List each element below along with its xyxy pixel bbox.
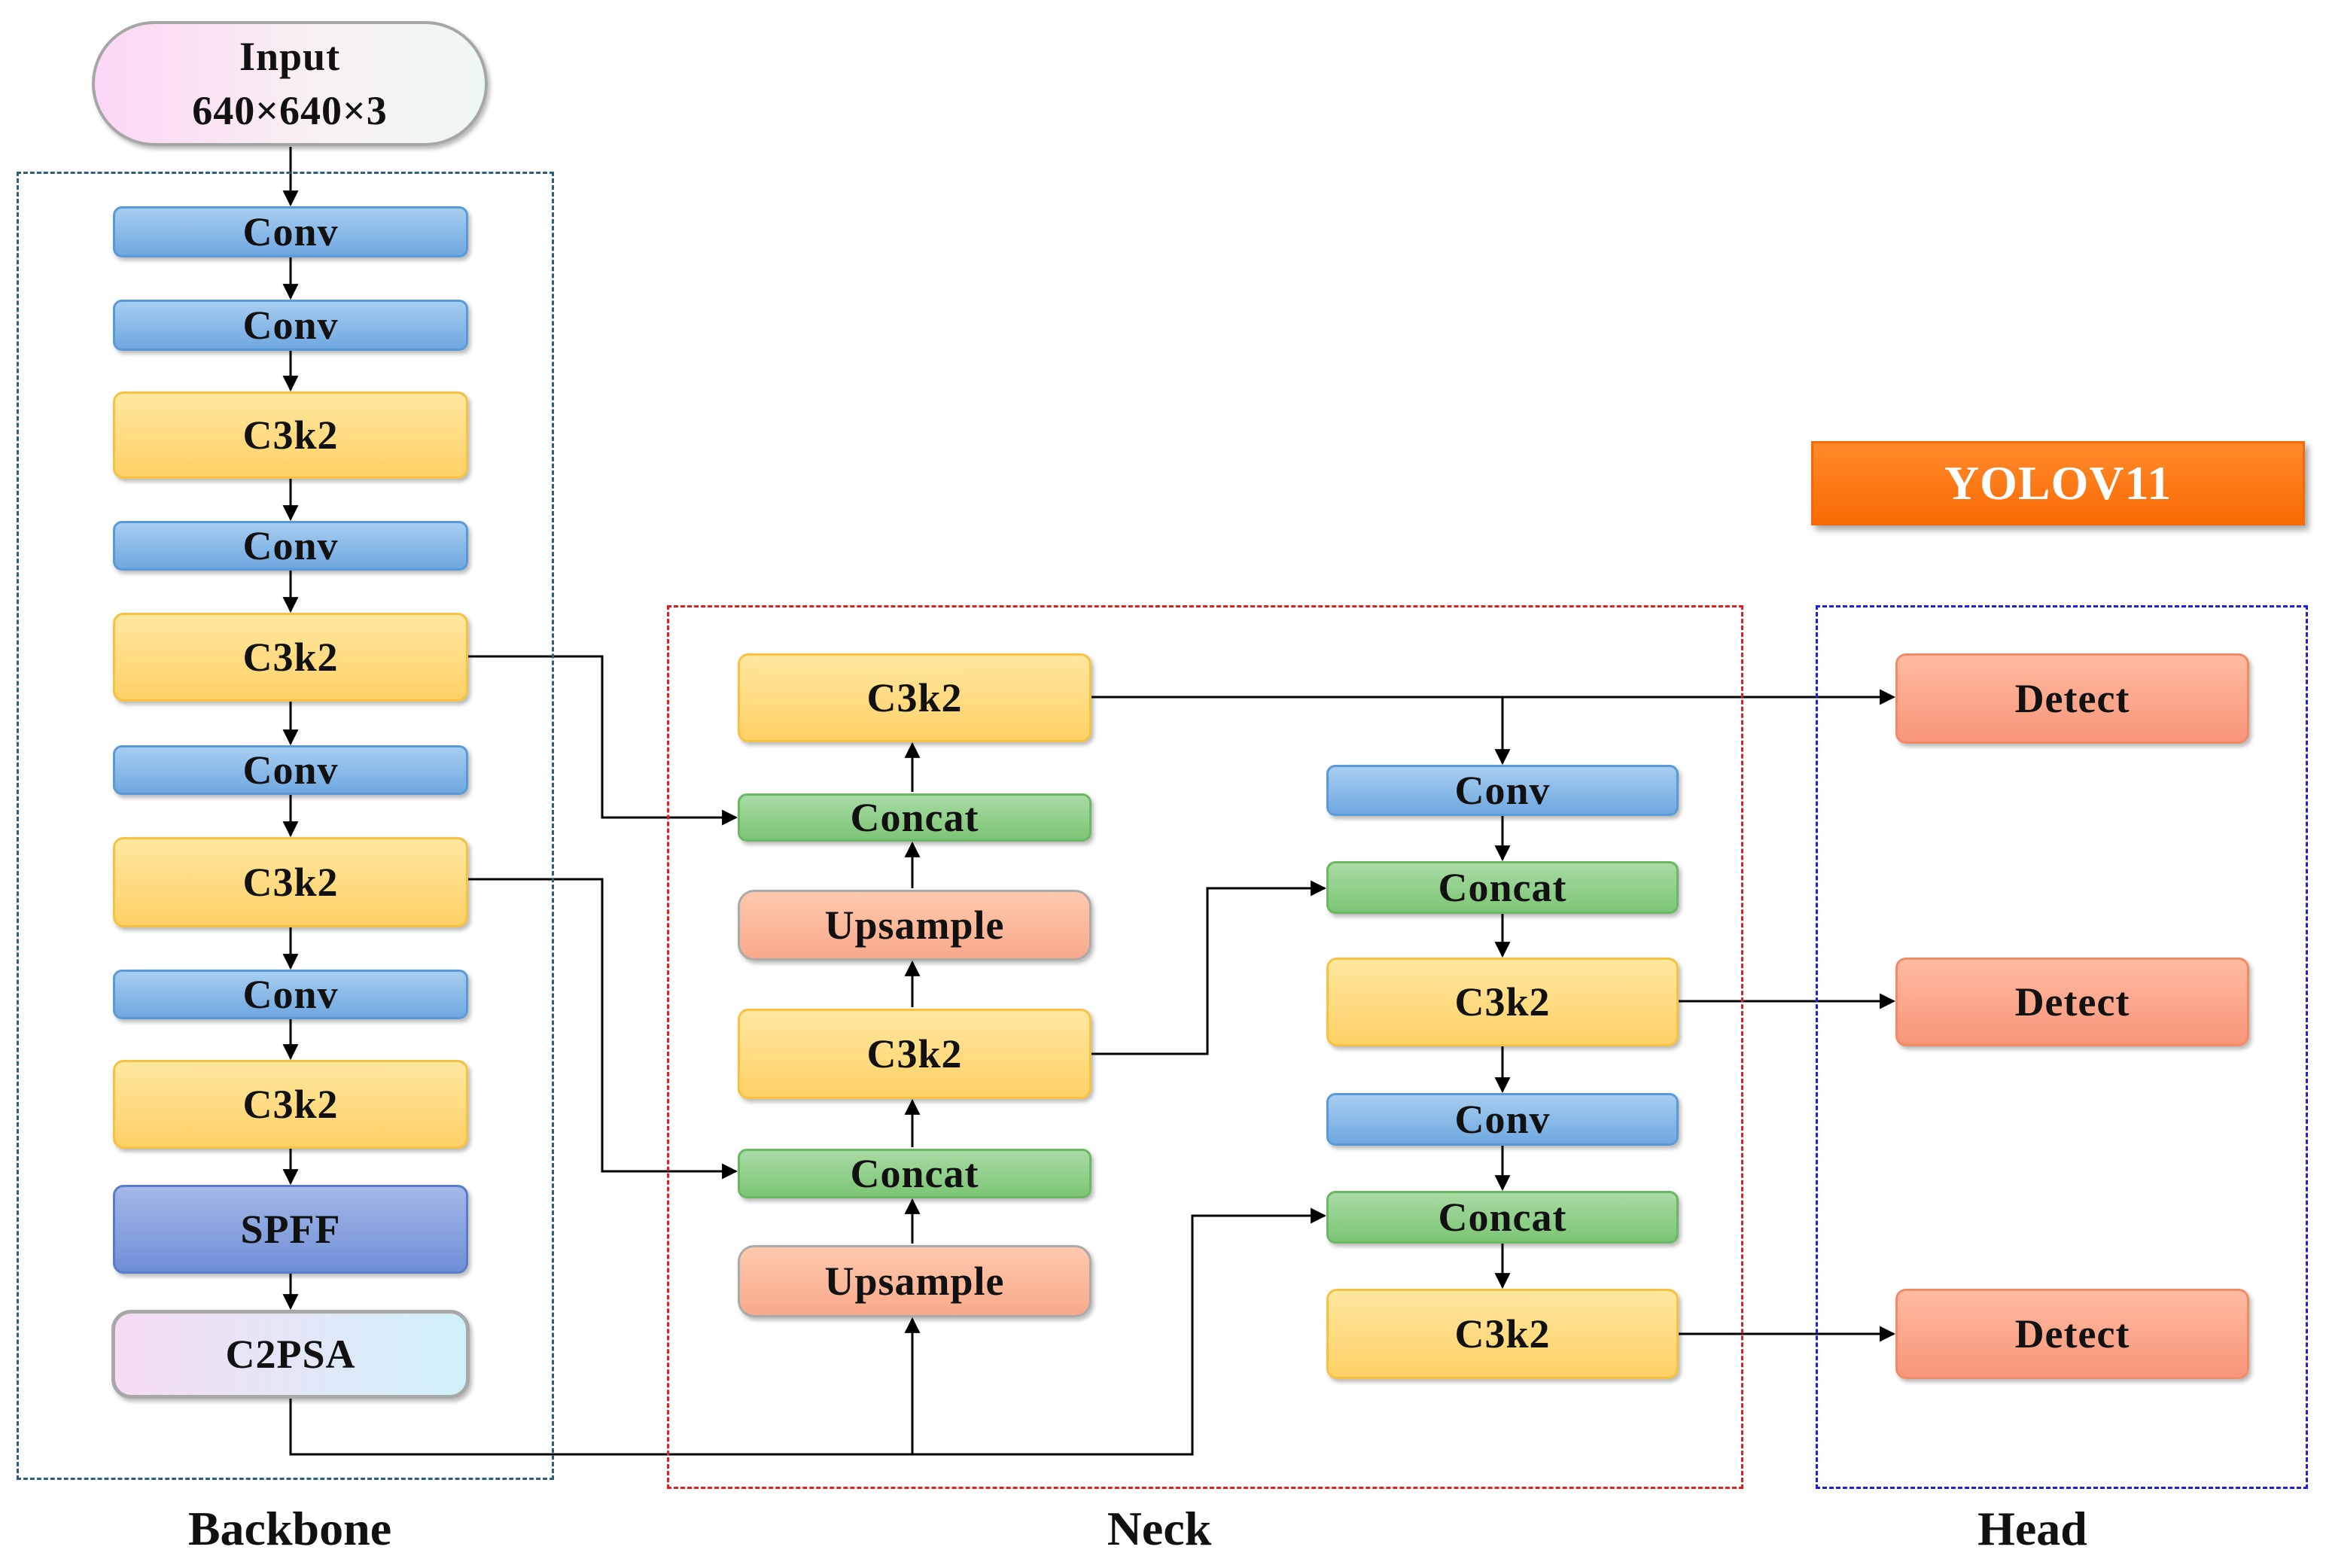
neck-left-concat-top: Concat: [738, 793, 1091, 842]
neck-caption: Neck: [1107, 1502, 1212, 1555]
head-detect-2: Detect: [1895, 958, 2249, 1046]
backbone-conv-3: Conv: [113, 521, 468, 571]
head-detect-1: Detect: [1895, 653, 2249, 744]
neck-right-conv-top: Conv: [1326, 765, 1679, 816]
backbone-conv-4: Conv: [113, 745, 468, 795]
backbone-c3k2-2: C3k2: [113, 613, 468, 702]
neck-left-concat-bottom: Concat: [738, 1149, 1091, 1198]
neck-left-upsample-bottom: Upsample: [738, 1245, 1091, 1317]
backbone-caption: Backbone: [187, 1502, 392, 1555]
backbone-spff: SPFF: [113, 1185, 468, 1274]
neck-right-c3k2-mid: C3k2: [1326, 958, 1679, 1046]
backbone-c3k2-1: C3k2: [113, 391, 468, 479]
input-label: Input: [239, 34, 341, 79]
backbone-conv-2: Conv: [113, 300, 468, 351]
neck-right-concat-top: Concat: [1326, 861, 1679, 914]
backbone-conv-1: Conv: [113, 206, 468, 257]
model-title: YOLOV11: [1811, 441, 2305, 525]
backbone-frame: [17, 172, 554, 1480]
input-node: Input 640×640×3: [92, 21, 488, 146]
head-caption: Head: [1977, 1502, 2087, 1555]
neck-right-conv-bottom: Conv: [1326, 1093, 1679, 1146]
neck-frame: [667, 605, 1743, 1489]
neck-right-c3k2-bottom: C3k2: [1326, 1289, 1679, 1379]
backbone-conv-5: Conv: [113, 970, 468, 1019]
backbone-c2psa: C2PSA: [111, 1310, 470, 1399]
head-frame: [1816, 605, 2308, 1489]
neck-right-concat-bottom: Concat: [1326, 1191, 1679, 1244]
neck-left-upsample-top: Upsample: [738, 890, 1091, 961]
input-shape: 640×640×3: [192, 88, 388, 133]
neck-left-c3k2-top: C3k2: [738, 653, 1091, 742]
backbone-c3k2-3: C3k2: [113, 837, 468, 927]
head-detect-3: Detect: [1895, 1289, 2249, 1379]
backbone-c3k2-4: C3k2: [113, 1060, 468, 1149]
neck-left-c3k2-mid: C3k2: [738, 1009, 1091, 1099]
